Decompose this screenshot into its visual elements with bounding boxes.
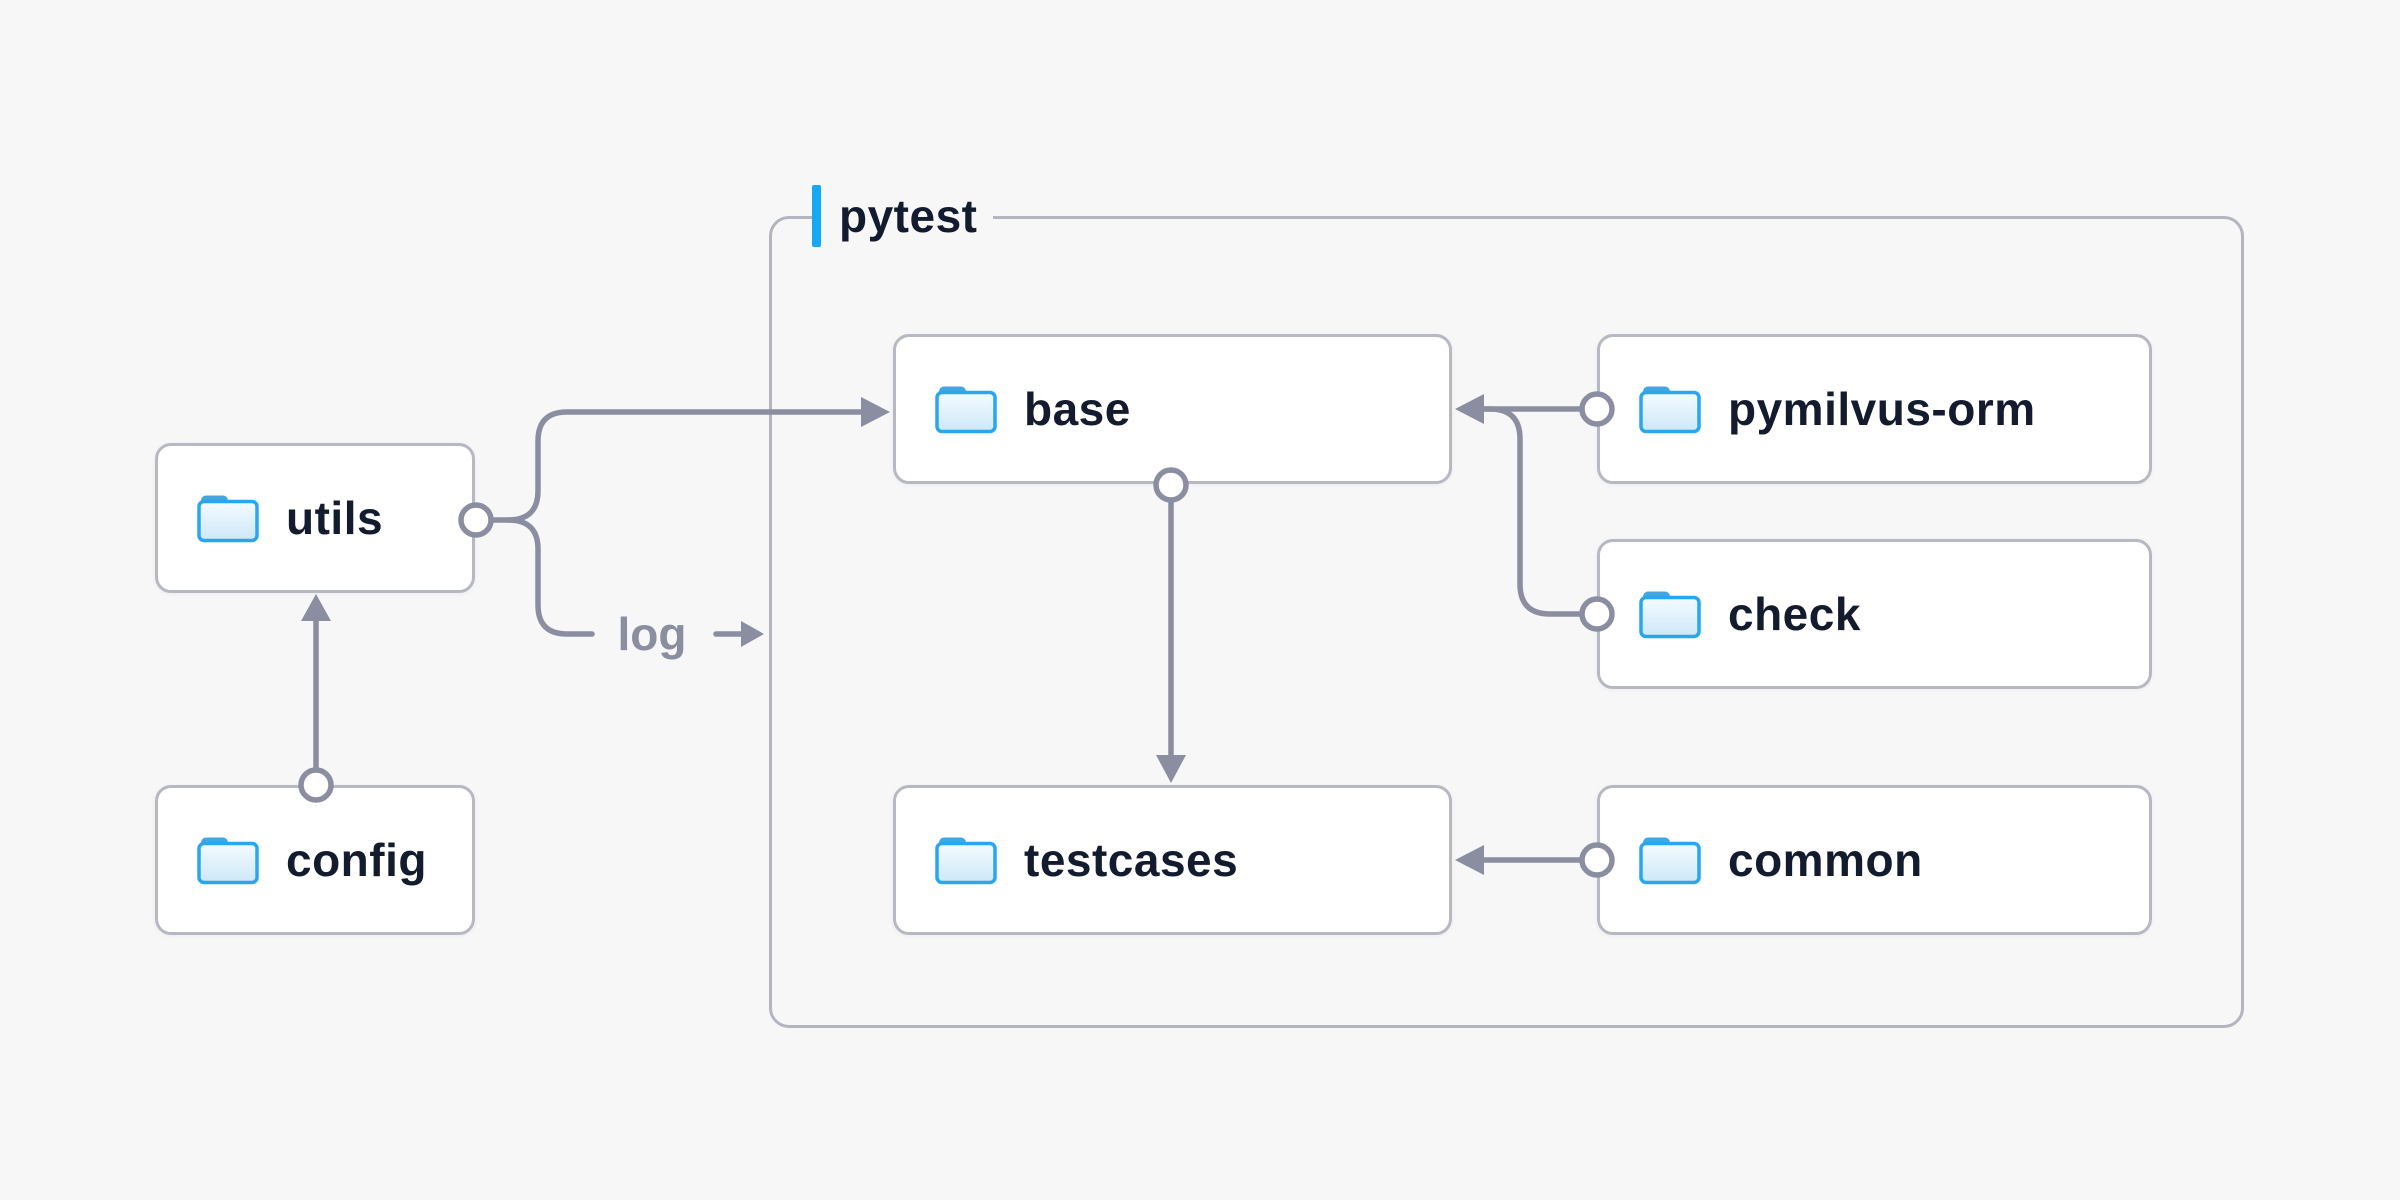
node-common-label: common: [1728, 834, 1923, 886]
accent-bar-icon: [812, 185, 821, 247]
folder-icon: [196, 492, 260, 544]
folder-icon: [934, 383, 998, 435]
node-pymilvus-orm-label: pymilvus-orm: [1728, 383, 2036, 435]
folder-icon: [1638, 834, 1702, 886]
folder-icon: [1638, 588, 1702, 640]
folder-icon: [196, 834, 260, 886]
node-base: base: [893, 334, 1452, 484]
node-check-label: check: [1728, 588, 1861, 640]
node-config-label: config: [286, 834, 427, 886]
node-check: check: [1597, 539, 2152, 689]
node-base-label: base: [1024, 383, 1131, 435]
folder-icon: [934, 834, 998, 886]
node-testcases-label: testcases: [1024, 834, 1239, 886]
pytest-group-title: pytest: [839, 190, 978, 242]
node-config: config: [155, 785, 475, 935]
node-testcases: testcases: [893, 785, 1452, 935]
pytest-group-container: [769, 216, 2244, 1028]
edge-config-to-utils: [301, 594, 331, 773]
pytest-group-label: pytest: [812, 184, 994, 248]
edge-label-log: log: [617, 608, 687, 660]
folder-icon: [1638, 383, 1702, 435]
node-utils: utils: [155, 443, 475, 593]
node-pymilvus-orm: pymilvus-orm: [1597, 334, 2152, 484]
node-utils-label: utils: [286, 492, 384, 544]
node-common: common: [1597, 785, 2152, 935]
